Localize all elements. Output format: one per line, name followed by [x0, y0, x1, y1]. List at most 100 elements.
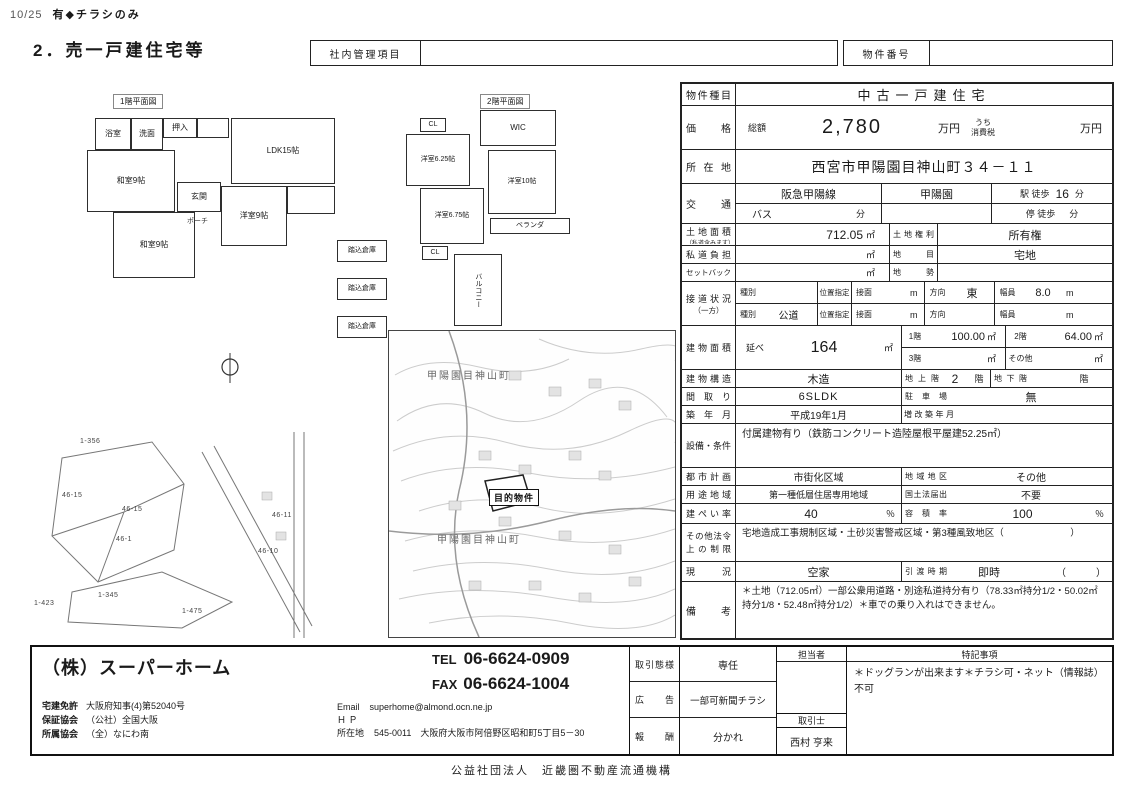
room-veranda: ベランダ — [490, 218, 570, 234]
note-text: 有◆チラシのみ — [52, 9, 141, 21]
company-fax: FAX 06-6624-1004 — [432, 674, 569, 694]
property-number-label: 物件番号 — [844, 41, 930, 65]
far-cell: 100 ％ — [950, 504, 1112, 523]
lot-label: 46-11 — [272, 512, 292, 519]
deal-type-value: 専任 — [680, 647, 776, 682]
staff-column: 担当者 取引士 西村 亨来 — [777, 647, 847, 754]
label-other-law: その他法令上の制限 — [682, 524, 736, 561]
company-info: （株）スーパーホーム TEL 06-6624-0909 FAX 06-6624-… — [32, 647, 630, 754]
price-amount: 2,780 — [821, 116, 883, 138]
company-tel: TEL 06-6624-0909 — [432, 649, 569, 669]
delivery-paren: （ ） — [1056, 568, 1106, 579]
price-tax-label: うち 消費税 — [971, 117, 995, 137]
email-value: superhome@almond.ocn.ne.jp — [369, 702, 493, 712]
deal-table: 取引態様 広告 報酬 専任 一部可新聞チラシ 分かれ 担当者 取引士 西村 亨来… — [630, 647, 1112, 754]
lot-survey-sketch: 1-356 46-15 46-15 46-1 46-11 46-10 1-345… — [32, 432, 332, 638]
building-f3 — [928, 348, 985, 369]
value-zoning: 第一種低層住居専用地域 国土法届出 不要 — [736, 486, 1112, 503]
value-equipment: 付属建物有り（鉄筋コンクリート造陸屋根平屋建52.25㎡） — [742, 429, 1008, 440]
lot-label: 1-345 — [98, 592, 119, 599]
property-number-field — [930, 41, 1112, 65]
license-row: 宅建免許大阪府知事(4)第52040号 — [42, 701, 186, 711]
deal-labels: 取引態様 広告 報酬 — [630, 647, 680, 754]
lot-label: 46-10 — [258, 548, 279, 555]
value-status: 空家 引渡時期 即時 （ ） — [736, 562, 1112, 581]
layout-value: 6SLDK — [736, 388, 902, 405]
notes-column: 特記事項 ＊ドッグランが出来ます＊チラシ可・ネット（情報誌）不可 — [847, 647, 1112, 754]
label-remarks: 備考 — [682, 582, 736, 638]
frontage-type-1 — [760, 282, 818, 303]
label-built: 築年月 — [682, 406, 736, 423]
district-value: その他 — [1016, 473, 1046, 484]
land-act-value: 不要 — [1021, 491, 1041, 502]
floor-plan-2f: 2階平面図 CL 洋室6.25帖 洋室6.75帖 洋室10帖 WIC ベランダ … — [392, 92, 682, 337]
far-value: 100 — [1012, 506, 1033, 521]
far-label: 容積率 — [905, 509, 947, 518]
label-item-type: 物件種目 — [682, 84, 736, 105]
row-built: 築年月 平成19年1月 増改築年月 — [682, 406, 1112, 424]
guarantee-row: 保証協会（公社）全国大阪 — [42, 715, 159, 725]
land-category-value: 宅地 — [1014, 249, 1036, 262]
lot-label: 1-356 — [80, 438, 101, 445]
north-symbol — [218, 352, 242, 389]
land-category-label: 地目 — [890, 246, 938, 263]
terrain-label: 地勢 — [890, 264, 938, 281]
coverage-value: 40 — [804, 506, 818, 521]
above-ground-label: 地上階 — [905, 374, 939, 383]
staff-header: 担当者 — [777, 647, 846, 662]
agent-name: 西村 亨来 — [790, 737, 833, 749]
value-other-law: 宅地造成工事規制区域・土砂災害警戒区域・第3種風致地区（ ） — [742, 528, 1080, 539]
frontage-type-2: 公道 — [760, 304, 818, 325]
label-building-area: 建物面積 — [682, 326, 736, 369]
frontage-width-1: 8.0 — [1035, 286, 1051, 299]
row-structure: 建物構造 木造 地上階 2 階 地下階 階 — [682, 370, 1112, 388]
setback-unit: ㎡ — [866, 264, 890, 281]
tel-number: 06-6624-0909 — [463, 649, 570, 668]
lot-label: 46-1 — [116, 536, 133, 543]
internal-management-field — [421, 41, 837, 65]
terrain-value — [938, 264, 1112, 281]
label-access: 交通 — [682, 184, 736, 223]
value-land-area: 712.05 ㎡ 土地権利 所有権 — [736, 224, 1112, 245]
north-symbol-graphic — [221, 353, 239, 383]
label-frontage: 接道状況 （一方） — [682, 282, 736, 325]
frontage-row-1: 種別 位置指定 接面 m 方向 東 幅員 8.0 m — [736, 282, 1112, 304]
label-price: 価格 — [682, 106, 736, 149]
office-value: 545-0011 大阪府大阪市阿倍野区昭和町5丁目5－30 — [374, 728, 585, 738]
frontage-width-2 — [1020, 304, 1066, 325]
label-coverage: 建ぺい率 — [682, 504, 736, 523]
label-porch: ポーチ — [187, 218, 208, 225]
label-private-road: 私道負担 — [682, 246, 736, 263]
floor-plan-2f-title: 2階平面図 — [480, 94, 531, 109]
price-unit: 万円 — [938, 122, 960, 135]
value-address: 西宮市甲陽園目神山町３４－１１ — [811, 158, 1037, 175]
room-balcony: バルコニー — [454, 254, 502, 326]
lot-label: 46-15 — [62, 492, 83, 499]
value-layout: 6SLDK 駐車場 無 — [736, 388, 1112, 405]
access-line: 阪急甲陽線 — [736, 184, 882, 203]
renovation-label: 増改築年月 — [904, 410, 954, 419]
label-zoning: 用途地域 — [682, 486, 736, 503]
label-land-area: 土地面積 （私道含みます） — [682, 224, 736, 245]
room-western-9: 洋室9帖 — [221, 186, 287, 246]
access-bus: バス 分 — [736, 204, 882, 223]
access-station: 甲陽園 — [882, 184, 992, 203]
land-unit: ㎡ — [866, 224, 890, 245]
frontage-dir-1: 東 — [966, 287, 978, 300]
land-right-label: 土地権利 — [890, 224, 938, 245]
row-other-law: その他法令上の制限 宅地造成工事規制区域・土砂災害警戒区域・第3種風致地区（ ） — [682, 524, 1112, 562]
lot-label: 1-423 — [34, 600, 55, 607]
label-equipment: 設備・条件 — [682, 424, 736, 467]
row-equipment: 設備・条件 付属建物有り（鉄筋コンクリート造陸屋根平屋建52.25㎡） — [682, 424, 1112, 468]
room-small — [287, 186, 335, 214]
coverage-cell: 40 ％ — [736, 504, 902, 523]
district-label: 地域地区 — [905, 472, 947, 481]
value-coverage: 40 ％ 容積率 100 ％ — [736, 504, 1112, 523]
value-building-area: 延べ 164 ㎡ 1階 100.00 ㎡ 2階 64.00 ㎡ 3階 — [736, 326, 1112, 369]
building-f1: 100.00 — [951, 330, 985, 343]
delivery-value: 即時 — [978, 566, 1000, 579]
